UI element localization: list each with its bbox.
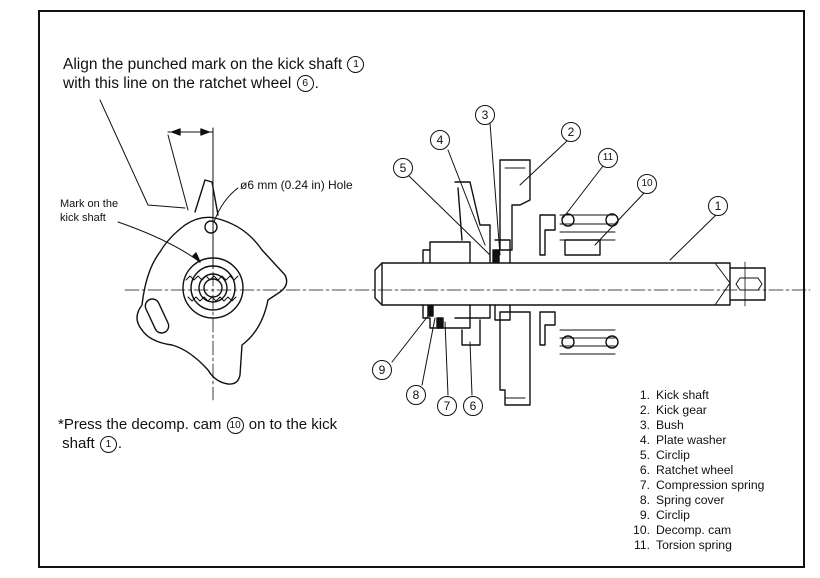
legend-item: 11. Torsion spring: [626, 538, 764, 553]
legend-number: 9.: [639, 508, 650, 522]
legend-item: 6. Ratchet wheel: [626, 463, 764, 478]
callout-8: 8: [406, 385, 426, 405]
legend-item: 9. Circlip: [626, 508, 764, 523]
callout-10: 10: [637, 174, 657, 194]
legend-item: 3. Bush: [626, 418, 764, 433]
legend-number: 2.: [639, 403, 650, 417]
legend-item: 4. Plate washer: [626, 433, 764, 448]
legend-item: 7. Compression spring: [626, 478, 765, 493]
kick-shaft-assembly-section: [374, 122, 766, 406]
legend-part-name: Decomp. cam: [656, 523, 732, 537]
press-instruction: *Press the decomp. cam 10 on to the kick…: [58, 416, 338, 453]
legend-part-name: Torsion spring: [656, 538, 732, 552]
legend-number: 1.: [639, 388, 650, 402]
legend-number: 3.: [639, 418, 650, 432]
callout-1: 1: [708, 196, 728, 216]
callout-9: 9: [372, 360, 392, 380]
legend-part-name: Plate washer: [656, 433, 727, 447]
legend-item: 2. Kick gear: [626, 403, 764, 418]
parts-legend: 1. Kick shaft 2. Kick gear 3. Bush 4. Plate was…: [626, 388, 764, 553]
ratchet-wheel-end-view: [99, 99, 811, 401]
hole-label: ø6 mm (0.24 in) Hole: [240, 178, 353, 192]
ref-circle-1b: 1: [99, 435, 117, 453]
legend-item: 10. Decomp. cam: [626, 523, 764, 538]
legend-number: 4.: [639, 433, 650, 447]
legend-part-name: Circlip: [656, 448, 690, 462]
legend-part-name: Kick shaft: [656, 388, 709, 402]
legend-number: 5.: [639, 448, 650, 462]
callout-6: 6: [463, 396, 483, 416]
legend-item: 8. Spring cover: [626, 493, 764, 508]
legend-number: 8.: [639, 493, 650, 507]
legend-part-name: Circlip: [656, 508, 690, 522]
legend-item: 1. Kick shaft: [626, 388, 764, 403]
legend-number: 10.: [633, 523, 650, 537]
legend-part-name: Compression spring: [656, 478, 765, 492]
callout-5: 5: [393, 158, 413, 178]
align-instruction: Align the punched mark on the kick shaft…: [63, 55, 365, 93]
callout-2: 2: [561, 122, 581, 142]
legend-part-name: Ratchet wheel: [656, 463, 734, 477]
callout-3: 3: [475, 105, 495, 125]
diagram-frame: [38, 10, 805, 568]
ref-circle-6: 6: [296, 75, 314, 93]
legend-number: 7.: [639, 478, 650, 492]
legend-part-name: Bush: [656, 418, 684, 432]
callout-11: 11: [598, 148, 618, 168]
callout-7: 7: [437, 396, 457, 416]
ref-circle-1: 1: [347, 56, 365, 74]
ref-circle-10: 10: [226, 416, 244, 434]
legend-number: 11.: [633, 538, 650, 552]
legend-item: 5. Circlip: [626, 448, 764, 463]
mark-label: Mark on the kick shaft: [60, 198, 119, 224]
legend-number: 6.: [639, 463, 650, 477]
legend-part-name: Spring cover: [656, 493, 725, 507]
callout-4: 4: [430, 130, 450, 150]
legend-part-name: Kick gear: [656, 403, 707, 417]
